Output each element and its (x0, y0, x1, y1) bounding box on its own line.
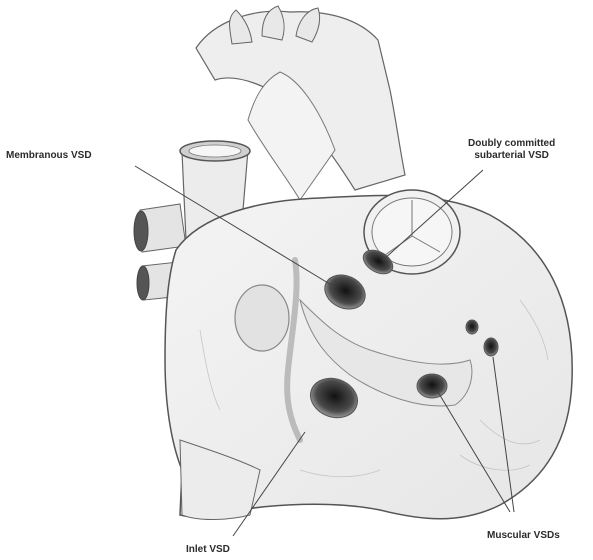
label-doubly-line1: Doubly committed (468, 138, 555, 150)
fossa-ovalis (235, 285, 289, 351)
label-inlet-vsd: Inlet VSD (186, 544, 230, 556)
label-muscular-vsds: Muscular VSDs (487, 530, 560, 542)
muscular-vsd-hole-1 (417, 374, 447, 398)
muscular-vsd-hole-2 (466, 320, 478, 334)
muscular-vsd-hole-3 (484, 338, 498, 356)
label-membranous-vsd: Membranous VSD (6, 150, 92, 162)
label-doubly-committed-vsd: Doubly committed subarterial VSD (468, 138, 555, 162)
label-doubly-line2: subarterial VSD (468, 150, 555, 162)
